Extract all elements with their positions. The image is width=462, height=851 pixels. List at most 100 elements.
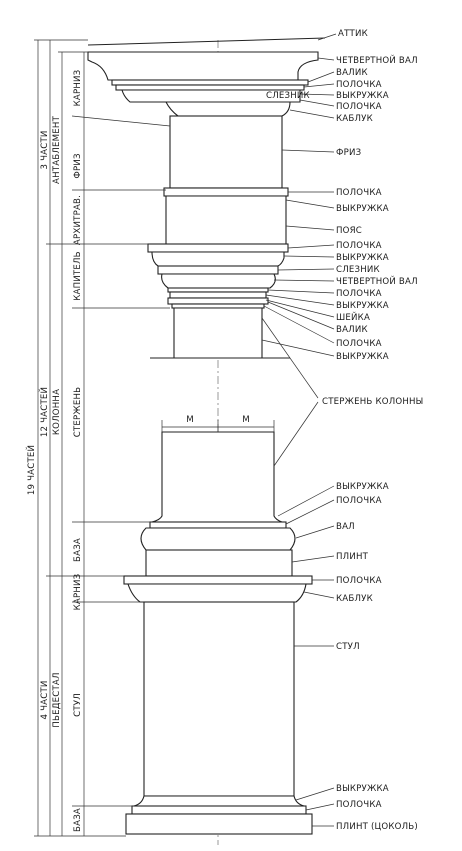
upper-shaft [173, 307, 263, 359]
label-shaft-side: СТЕРЖЕНЬ [73, 387, 83, 438]
leader-fillet-7 [285, 499, 335, 525]
leader-band [285, 225, 335, 231]
leader-frieze [281, 149, 335, 153]
leader-fillet-5 [267, 289, 335, 294]
label-fillet-7: ПОЛОЧКА [336, 496, 382, 506]
label-column: КОЛОННА [52, 389, 62, 435]
label-cavetto-2: ВЫКРУЖКА [336, 204, 389, 214]
leader-cavetto-5 [261, 339, 335, 357]
leader-bead [307, 71, 335, 83]
label-neck: ШЕЙКА [336, 311, 370, 323]
pedestal-base-cavetto [133, 795, 305, 807]
module-label-left: М [186, 415, 194, 425]
leader-plinth [291, 555, 335, 563]
label-corona: СЛЕЗНИК [266, 91, 310, 101]
label-cavetto-1: ВЫКРУЖКА [336, 91, 389, 101]
base-torus [140, 527, 296, 551]
leader-fillet-9 [305, 803, 335, 811]
capital-lower-fillet [171, 303, 265, 309]
label-fillet-1: ПОЛОЧКА [336, 80, 382, 90]
capital [147, 243, 290, 359]
leader-bead-2 [267, 301, 335, 330]
leader-corona-2 [277, 268, 335, 271]
label-19-parts: 19 ЧАСТЕЙ [25, 445, 37, 495]
label-bead-2: ВАЛИК [336, 325, 368, 335]
label-base: БАЗА [73, 538, 83, 562]
capital-bead [167, 297, 269, 305]
label-3-parts: 3 ЧАСТИ [40, 130, 50, 169]
leader-quarter-round [317, 57, 335, 61]
label-4-parts: 4 ЧАСТИ [40, 680, 50, 719]
label-fillet-5: ПОЛОЧКА [336, 289, 382, 299]
pedestal [123, 575, 313, 835]
leader-cavetto-3 [283, 255, 335, 258]
pedestal-cyma [127, 583, 307, 603]
label-fillet-9: ПОЛОЧКА [336, 800, 382, 810]
label-cavetto-3: ВЫКРУЖКА [336, 253, 389, 263]
column-base [140, 521, 296, 577]
label-torus: ВАЛ [336, 522, 355, 532]
architrave-fillet [163, 187, 289, 197]
base-plinth [145, 549, 293, 577]
capital-neck [169, 291, 267, 299]
tie-cornice-bottom [71, 115, 171, 127]
leader-cyma-1 [289, 109, 335, 119]
label-architrave: АРХИТРАВ. [73, 195, 83, 245]
attic-line [87, 37, 326, 46]
pedestal-cornice-fillet [123, 575, 313, 585]
capital-abacus-fillet [147, 243, 289, 253]
leader-shaft-upper [261, 317, 319, 399]
label-shaft: СТЕРЖЕНЬ КОЛОННЫ [322, 397, 423, 407]
right-labels: АТТИК ЧЕТВЕРТНОЙ ВАЛ ВАЛИК ПОЛОЧКА ВЫКРУ… [266, 29, 423, 832]
label-cavetto-5: ВЫКРУЖКА [336, 352, 389, 362]
leader-fillet-2 [299, 99, 335, 107]
leader-lines [261, 33, 337, 827]
leader-cavetto-6 [277, 485, 335, 517]
label-12-parts: 12 ЧАСТЕЙ [38, 387, 50, 437]
base-fillet [149, 521, 287, 529]
label-cavetto-7: ВЫКРУЖКА [336, 784, 389, 794]
label-plinth: ПЛИНТ [336, 552, 369, 562]
label-cavetto-4: ВЫКРУЖКА [336, 301, 389, 311]
capital-cavetto [151, 251, 285, 267]
label-quarter-round-2: ЧЕТВЕРТНОЙ ВАЛ [336, 275, 418, 287]
leader-cavetto-7 [295, 787, 335, 801]
label-ped-base: БАЗА [73, 808, 83, 832]
label-cyma-1: КАБЛУК [336, 114, 373, 124]
architrave-band [165, 195, 287, 247]
label-bead: ВАЛИК [336, 68, 368, 78]
cornice-fillet [115, 84, 305, 91]
shaft-body [151, 431, 283, 523]
cornice-bead [111, 79, 309, 86]
label-fillet-6: ПОЛОЧКА [336, 339, 382, 349]
leader-neck [265, 299, 335, 318]
leader-cavetto-2 [285, 199, 335, 209]
leader-quarter-round-2 [273, 279, 335, 282]
label-capital: КАПИТЕЛЬ [73, 251, 83, 301]
leader-shaft-lower [273, 401, 319, 467]
label-cavetto-6: ВЫКРУЖКА [336, 482, 389, 492]
label-fillet-4: ПОЛОЧКА [336, 241, 382, 251]
leader-torus [295, 525, 335, 539]
label-band: ПОЯС [336, 226, 362, 236]
pedestal-base-fillet [131, 805, 307, 815]
frieze-block [169, 115, 283, 189]
cornice-cyma [165, 101, 291, 117]
leader-cyma-2 [303, 591, 335, 599]
left-dimensions [34, 39, 171, 837]
leader-fillet-6 [263, 305, 335, 344]
label-pedestal: ПЬЕДЕСТАЛ [52, 672, 62, 727]
lower-shaft [151, 420, 283, 523]
leader-cavetto-1 [299, 93, 335, 96]
entablature [87, 37, 326, 247]
label-fillet-2: ПОЛОЧКА [336, 102, 382, 112]
label-attic: АТТИК [338, 29, 368, 39]
label-dado-side: СТУЛ [73, 693, 83, 717]
pedestal-plinth [125, 813, 313, 835]
cornice-crown [87, 51, 319, 81]
label-fillet-8: ПОЛОЧКА [336, 576, 382, 586]
vertical-labels: 19 ЧАСТЕЙ 3 ЧАСТИ 12 ЧАСТЕЙ 4 ЧАСТИ АНТА… [25, 70, 83, 832]
capital-corona [157, 265, 279, 275]
